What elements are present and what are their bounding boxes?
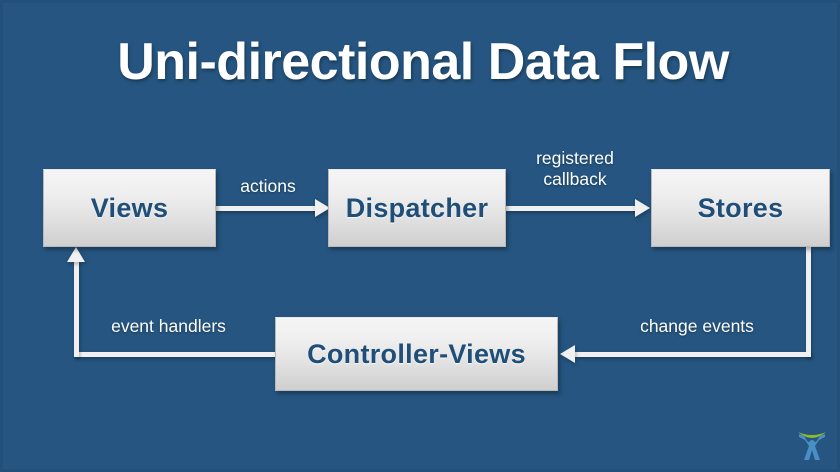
edge-label-event-handlers: event handlers [111, 316, 226, 336]
arrow-views-to-dispatcher-head-icon [315, 199, 330, 217]
arrow-controller-to-views-head-icon [67, 247, 85, 262]
arrow-views-to-dispatcher-line [216, 206, 317, 211]
node-views-label: Views [90, 192, 169, 223]
node-controller-views[interactable]: Controller-Views [275, 317, 558, 391]
arrow-stores-to-controller-horizontal [575, 352, 811, 357]
arrow-controller-to-views-horizontal [74, 352, 279, 357]
arrow-stores-to-controller-head-icon [560, 345, 575, 363]
arrow-dispatcher-to-stores-line [506, 206, 637, 211]
node-dispatcher[interactable]: Dispatcher [328, 169, 506, 247]
edge-label-change-events: change events [640, 316, 754, 336]
arrow-controller-to-views-vertical [74, 261, 79, 357]
figure-with-arc-logo-icon [798, 432, 826, 460]
page-title: Uni-directional Data Flow [117, 33, 729, 91]
node-dispatcher-label: Dispatcher [345, 192, 489, 223]
node-controller-views-label: Controller-Views [307, 338, 526, 369]
node-stores[interactable]: Stores [651, 169, 830, 247]
arrow-dispatcher-to-stores-head-icon [635, 199, 650, 217]
edge-label-actions: actions [240, 176, 296, 196]
node-stores-label: Stores [697, 192, 784, 223]
arrow-stores-to-controller-vertical [806, 247, 811, 357]
node-views[interactable]: Views [43, 169, 216, 247]
edge-label-registered-callback: registered callback [536, 148, 614, 189]
